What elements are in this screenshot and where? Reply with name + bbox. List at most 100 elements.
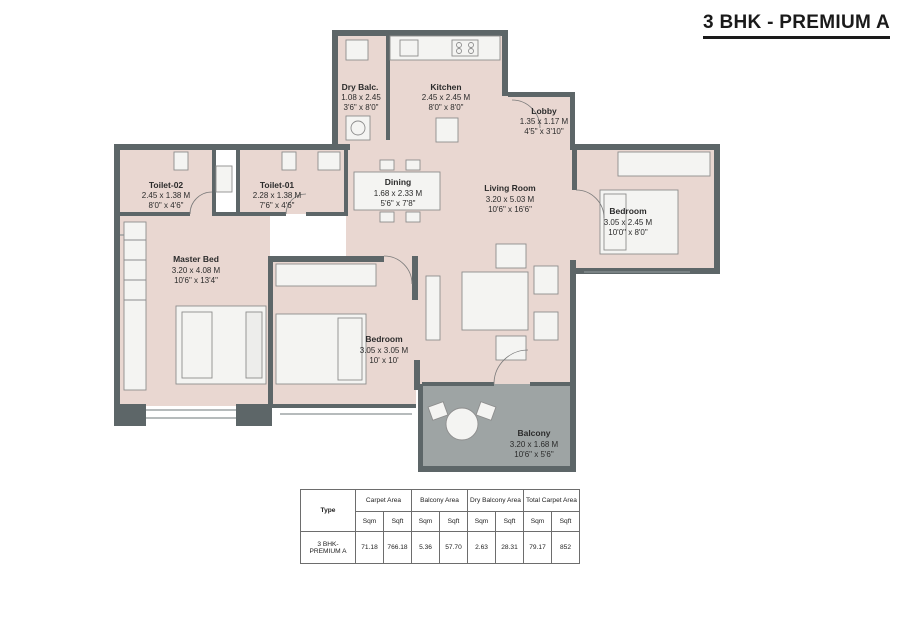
room-dim-ft-bedroom-middle: 10' x 10'	[369, 356, 399, 365]
dining-table-icon	[353, 171, 441, 211]
wall-bottom-master-2	[236, 404, 272, 426]
unit-cell: Sqm	[467, 511, 496, 532]
wall-bottom-toilets-3	[306, 212, 348, 216]
room-dim-ft-dry-balcony: 3'6" x 8'0"	[344, 103, 379, 112]
floor-lobby	[504, 96, 570, 148]
room-dim-m-lobby: 1.35 x 1.17 M	[520, 117, 569, 126]
room-dim-m-kitchen: 2.45 x 2.45 M	[422, 93, 471, 102]
room-name-kitchen: Kitchen	[430, 82, 461, 92]
wall-top-bedroom-right	[570, 144, 720, 150]
armchair-icon-4	[533, 311, 559, 341]
wall-right-lobby	[570, 92, 575, 148]
room-dim-m-dining: 1.68 x 2.33 M	[374, 189, 423, 198]
room-dim-m-balcony: 3.20 x 1.68 M	[510, 440, 559, 449]
wall-bottom-bedroom-middle	[272, 404, 416, 408]
dry-sink-icon	[345, 39, 369, 61]
wall-balcony-left	[418, 384, 423, 472]
header-dry-balcony-area: Dry Balcony Area	[467, 489, 524, 512]
wall-toilet01-right	[344, 148, 348, 216]
wall-top-kitchen	[332, 30, 508, 36]
room-dim-m-toilet-02: 2.45 x 1.38 M	[142, 191, 191, 200]
room-dim-m-living-room: 3.20 x 5.03 M	[486, 195, 535, 204]
wall-balcony-top	[422, 382, 494, 386]
wall-balcony-right	[570, 260, 576, 472]
unit-cell: Sqft	[383, 511, 412, 532]
area-table-header-row: Type Carpet Area Balcony Area Dry Balcon…	[300, 489, 580, 532]
room-labels: Dry Balc. 1.08 x 2.45 3'6" x 8'0" Kitche…	[142, 82, 653, 459]
furniture	[123, 35, 711, 441]
value-cell: 766.18	[383, 531, 412, 564]
balcony-table-icon	[445, 407, 479, 441]
floor-plan: Dry Balc. 1.08 x 2.45 3'6" x 8'0" Kitche…	[114, 30, 720, 472]
room-dim-ft-master-bed: 10'6" x 13'4"	[174, 276, 218, 285]
wall-top-lobby	[508, 92, 574, 97]
tv-unit-icon	[425, 275, 441, 341]
room-dim-ft-toilet-02: 8'0" x 4'6"	[149, 201, 184, 210]
header-carpet-area: Carpet Area	[355, 489, 412, 512]
wc-icon-toilet01	[281, 151, 297, 171]
wall-balcony-bottom	[418, 466, 576, 472]
room-name-toilet-01: Toilet-01	[260, 180, 295, 190]
unit-cell: Sqm	[355, 511, 384, 532]
room-dim-m-bedroom-middle: 3.05 x 3.05 M	[360, 346, 409, 355]
unit-cell: Sqft	[439, 511, 468, 532]
armchair-icon-3	[533, 265, 559, 295]
wardrobe-bedroom-middle	[275, 263, 377, 287]
wall-top-bedroom-middle	[268, 256, 384, 262]
area-table-unit-row: Sqm Sqft Sqm Sqft Sqm Sqft Sqm Sqft	[301, 511, 580, 532]
header-type: Type	[300, 489, 356, 532]
room-dim-m-dry-balcony: 1.08 x 2.45	[341, 93, 381, 102]
area-table: Type Carpet Area Balcony Area Dry Balcon…	[300, 489, 580, 564]
wall-bedroom-middle-right	[412, 256, 418, 300]
unit-cell: Sqft	[551, 511, 580, 532]
wall-left-master	[114, 144, 120, 426]
room-name-bedroom-right: Bedroom	[609, 206, 647, 216]
room-name-balcony: Balcony	[517, 428, 550, 438]
room-name-bedroom-middle: Bedroom	[365, 334, 403, 344]
wall-left-bedroom-right	[572, 150, 577, 190]
area-table-row: 3 BHK- PREMIUM A 71.18 766.18 5.36 57.70…	[300, 531, 580, 564]
room-name-dining: Dining	[385, 177, 411, 187]
fridge-icon	[435, 117, 459, 143]
row-type: 3 BHK- PREMIUM A	[300, 531, 356, 564]
room-name-lobby: Lobby	[531, 106, 557, 116]
armchair-icon	[495, 243, 527, 269]
unit-cell: Sqm	[411, 511, 440, 532]
wall-toilet-divider-2	[236, 148, 240, 214]
wardrobe-bedroom-right	[617, 151, 711, 177]
wall-left-dry-balcony	[332, 30, 338, 148]
armchair-icon-2	[495, 335, 527, 361]
wall-bottom-toilets-2	[212, 212, 286, 216]
wall-balcony-top-2	[530, 382, 574, 386]
wall-bedroom-middle-right-2	[414, 360, 420, 390]
windows	[120, 234, 690, 419]
basin-icon-toilet01	[317, 151, 341, 171]
room-dim-ft-balcony: 10'6" x 5'6"	[514, 450, 554, 459]
wall-right-bedroom-right	[714, 144, 720, 274]
wall-master-middle	[268, 256, 273, 406]
value-cell: 5.36	[411, 531, 440, 564]
room-name-master-bed: Master Bed	[173, 254, 219, 264]
value-cell: 28.31	[495, 531, 524, 564]
room-dim-m-bedroom-right: 3.05 x 2.45 M	[604, 218, 653, 227]
sink-icon	[399, 39, 419, 57]
stove-icon	[451, 39, 479, 57]
unit-cell: Sqft	[495, 511, 524, 532]
wardrobe-master	[123, 221, 147, 391]
wall-dry-kitchen	[386, 36, 390, 140]
room-name-toilet-02: Toilet-02	[149, 180, 184, 190]
value-cell: 71.18	[355, 531, 384, 564]
value-cell: 79.17	[523, 531, 552, 564]
room-name-living-room: Living Room	[484, 183, 536, 193]
room-dim-m-master-bed: 3.20 x 4.08 M	[172, 266, 221, 275]
wall-top-toilets	[114, 144, 350, 150]
coffee-table-icon	[461, 271, 529, 331]
room-dim-ft-living-room: 10'6" x 16'6"	[488, 205, 532, 214]
room-dim-ft-lobby: 4'5" x 3'10"	[524, 127, 564, 136]
wc-icon-toilet02	[173, 151, 189, 171]
wall-bottom-master	[114, 404, 146, 426]
header-balcony-area: Balcony Area	[411, 489, 468, 512]
value-cell: 852	[551, 531, 580, 564]
room-dim-ft-dining: 5'6" x 7'8"	[381, 199, 416, 208]
value-cell: 2.63	[467, 531, 496, 564]
